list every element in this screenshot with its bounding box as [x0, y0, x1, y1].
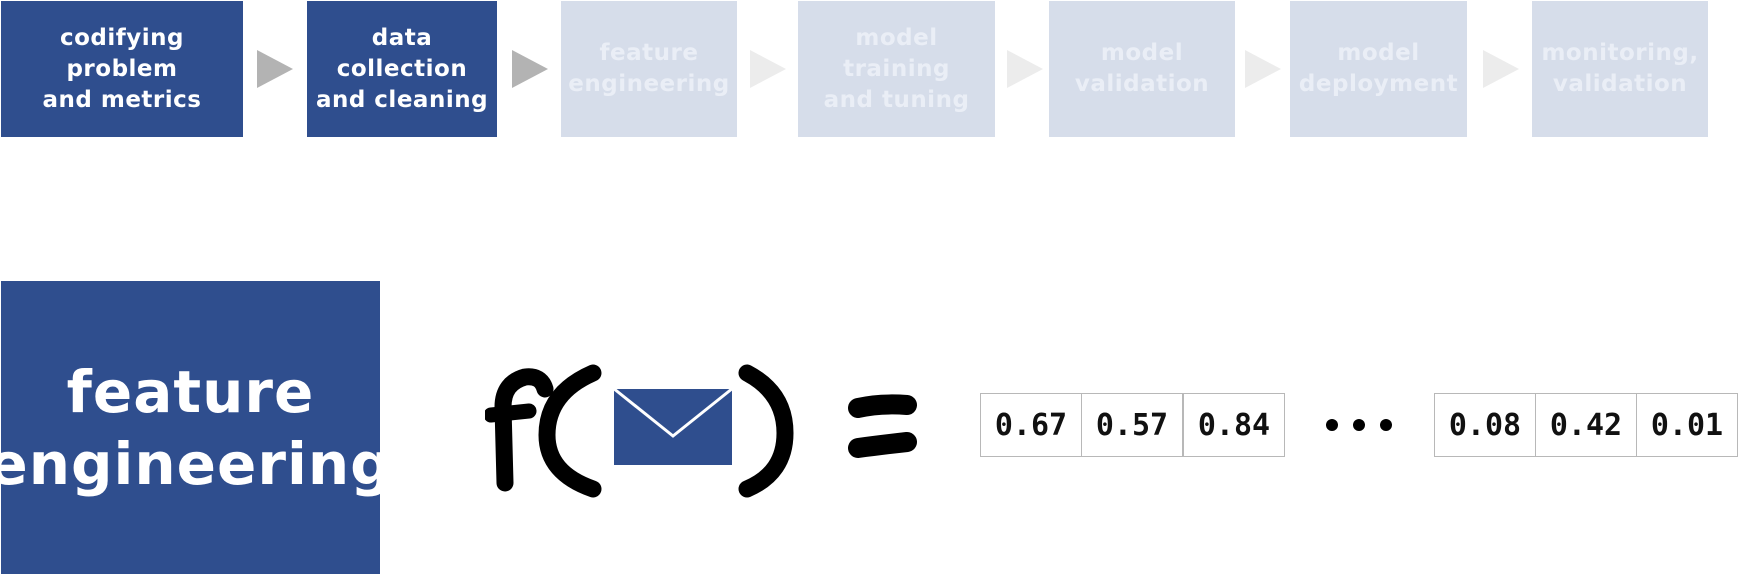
step-label-line: deployment: [1298, 71, 1459, 97]
feature-value-cell: 0.67: [980, 393, 1082, 457]
equals-icon: [848, 394, 917, 458]
close-paren-icon: [738, 364, 794, 498]
current-stage-box: feature engineering: [0, 281, 392, 574]
arrow-icon: [257, 50, 293, 88]
step-label-line: feature: [599, 40, 699, 66]
step-label-line: engineering: [568, 71, 730, 97]
step-label-line: and metrics: [42, 86, 202, 113]
feature-value-cell: 0.57: [1081, 393, 1183, 457]
pipeline-step-monitoring: monitoring, validation: [1532, 1, 1708, 137]
arrow-icon: [512, 50, 548, 88]
step-label-line: monitoring,: [1541, 40, 1699, 66]
pipeline-step-model-validation: model validation: [1049, 1, 1235, 137]
function-formula: [485, 364, 917, 498]
arrow-icon: [1483, 50, 1519, 88]
step-label-line: model: [1100, 40, 1184, 66]
feature-value-cell: 0.01: [1636, 393, 1738, 457]
step-label-line: problem: [66, 55, 178, 82]
open-paren-icon: [538, 364, 602, 498]
step-label-line: collection: [336, 55, 468, 82]
step-label-line: validation: [1074, 71, 1210, 97]
pipeline-step-model-training: model training and tuning: [798, 1, 995, 137]
arrow-icon: [750, 50, 786, 88]
step-label-line: data: [371, 24, 433, 51]
step-label-line: model: [1337, 40, 1420, 66]
step-label-line: codifying: [59, 24, 184, 51]
function-f-icon: [485, 368, 554, 492]
envelope-icon: [612, 386, 734, 467]
arrow-icon: [1007, 50, 1043, 88]
arrow-icon: [1245, 50, 1281, 88]
pipeline-step-feature-engineering: feature engineering: [561, 1, 737, 137]
pipeline-step-codifying-problem: codifying problem and metrics: [1, 1, 243, 137]
feature-value-cell: 0.08: [1434, 393, 1536, 457]
step-label-line: model: [855, 24, 938, 51]
feature-value-cell: 0.84: [1183, 393, 1285, 457]
step-label-line: validation: [1552, 71, 1688, 97]
pipeline-step-model-deployment: model deployment: [1290, 1, 1467, 137]
step-label-line: and tuning: [823, 86, 970, 113]
step-label-line: training: [843, 55, 950, 82]
current-stage-title-line: engineering: [0, 429, 393, 498]
feature-value-cell: 0.42: [1535, 393, 1637, 457]
ellipsis-icon: [1326, 419, 1392, 431]
pipeline-step-data-collection: data collection and cleaning: [307, 1, 497, 137]
current-stage-title-line: feature: [66, 357, 315, 426]
step-label-line: and cleaning: [315, 86, 489, 113]
